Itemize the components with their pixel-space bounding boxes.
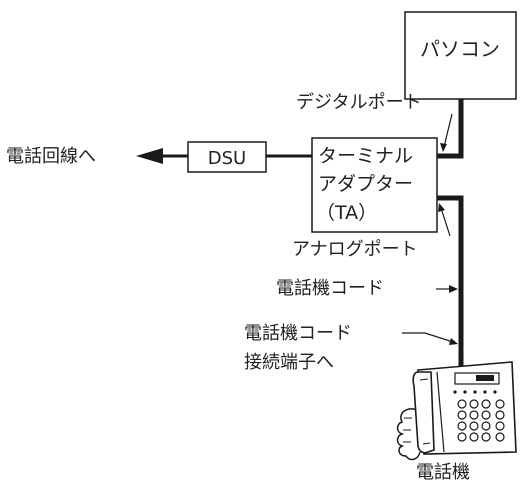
- telephone-label: 電話機: [416, 462, 470, 483]
- digital-line: [437, 99, 464, 159]
- ta-box: [311, 137, 438, 233]
- ta-label-line3: （TA）: [316, 202, 377, 224]
- telephone-icon: [396, 361, 517, 461]
- phone-cord-pointer-head: [449, 285, 458, 293]
- ta-label-line2: アダプター: [318, 173, 413, 195]
- pc-box: [404, 11, 517, 100]
- digital-port-label: デジタルポート: [296, 92, 422, 113]
- pc-label: パソコン: [420, 37, 500, 61]
- analog-port-pointer-head: [438, 203, 445, 212]
- analog-line: [437, 195, 464, 372]
- dsu-label: DSU: [208, 148, 246, 169]
- phone-jack-pointer-head: [449, 338, 458, 345]
- phone-cord-label: 電話機コード: [276, 278, 384, 299]
- phone-jack-pointer: [402, 332, 454, 343]
- phone-jack-label-line1: 電話機コード: [244, 323, 352, 344]
- phone-jack-label-line2: 接続端子へ: [244, 352, 334, 373]
- digital-port-pointer: [443, 113, 453, 148]
- analog-port-pointer: [440, 207, 451, 237]
- arrow-left-icon: [136, 148, 163, 164]
- digital-port-pointer-head: [440, 143, 447, 152]
- to-phone-line-label: 電話回線へ: [6, 146, 96, 167]
- analog-port-label: アナログポート: [292, 239, 418, 260]
- ta-label-line1: ターミナル: [318, 145, 413, 167]
